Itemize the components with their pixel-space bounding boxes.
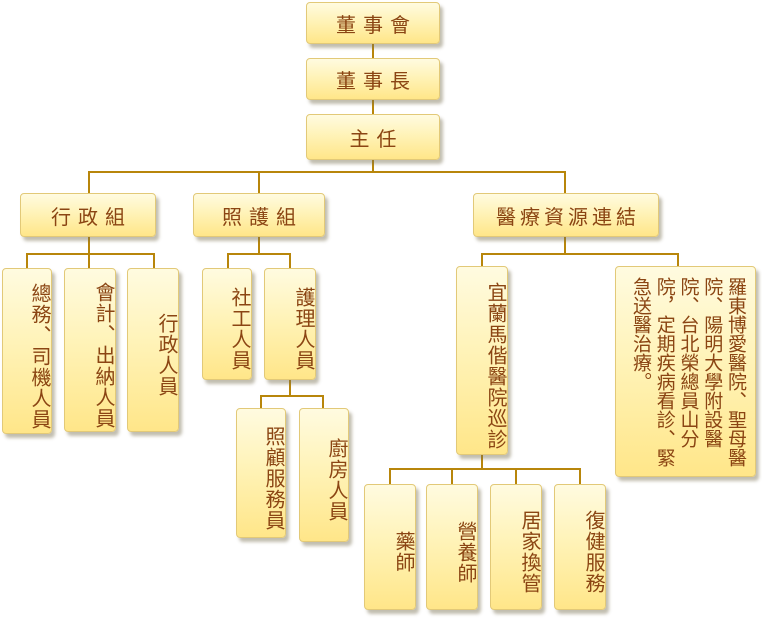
node-admin-staff: 行政人員 bbox=[127, 268, 179, 432]
node-care-group: 照護組 bbox=[193, 193, 325, 237]
node-rehab: 復健服務 bbox=[554, 484, 606, 610]
connector-line bbox=[153, 253, 155, 268]
node-general-staff: 總務、司機人員 bbox=[2, 268, 52, 434]
node-director: 主任 bbox=[306, 114, 440, 160]
node-nutritionist: 營養師 bbox=[426, 484, 478, 610]
connector-line bbox=[372, 44, 374, 58]
connector-line bbox=[481, 253, 483, 266]
node-kitchen-staff: 廚房人員 bbox=[299, 408, 349, 542]
node-yilan-mackay: 宜蘭馬偕醫院巡診 bbox=[456, 266, 508, 455]
node-medical-group: 醫療資源連結 bbox=[473, 193, 659, 237]
node-nursing-staff: 護理人員 bbox=[264, 268, 316, 380]
node-accounting-staff: 會計、出納人員 bbox=[64, 268, 116, 432]
node-care-attendant: 照顧服務員 bbox=[236, 408, 286, 538]
connector-line bbox=[227, 253, 229, 268]
connector-line bbox=[227, 253, 291, 255]
connector-line bbox=[579, 468, 581, 484]
connector-line bbox=[564, 171, 566, 193]
connector-line bbox=[389, 468, 581, 470]
node-pharmacist: 藥師 bbox=[364, 484, 416, 610]
connector-line bbox=[258, 237, 260, 254]
node-chairman: 董事長 bbox=[306, 58, 440, 100]
connector-line bbox=[26, 253, 154, 255]
connector-line bbox=[260, 395, 324, 397]
connector-line bbox=[258, 171, 260, 193]
connector-line bbox=[564, 237, 566, 254]
connector-line bbox=[260, 395, 262, 408]
connector-line bbox=[372, 160, 374, 172]
connector-line bbox=[88, 237, 90, 254]
node-admin-group: 行政組 bbox=[20, 193, 156, 237]
connector-line bbox=[88, 253, 90, 268]
connector-line bbox=[322, 395, 324, 408]
node-social-worker: 社工人員 bbox=[202, 268, 252, 380]
connector-line bbox=[289, 380, 291, 396]
connector-line bbox=[26, 253, 28, 268]
connector-line bbox=[481, 455, 483, 469]
node-home-care: 居家換管 bbox=[490, 484, 542, 610]
connector-line bbox=[677, 253, 679, 266]
connector-line bbox=[451, 468, 453, 484]
node-hospital-network: 羅東博愛醫院、聖母醫院、陽明大學附設醫院、台北榮總員山分院，定期疾病看診、緊急送… bbox=[615, 266, 756, 477]
node-board: 董事會 bbox=[306, 2, 440, 44]
connector-line bbox=[389, 468, 391, 484]
connector-line bbox=[481, 253, 679, 255]
connector-line bbox=[289, 253, 291, 268]
connector-line bbox=[88, 171, 565, 173]
connector-line bbox=[372, 100, 374, 114]
connector-line bbox=[88, 171, 90, 193]
connector-line bbox=[515, 468, 517, 484]
